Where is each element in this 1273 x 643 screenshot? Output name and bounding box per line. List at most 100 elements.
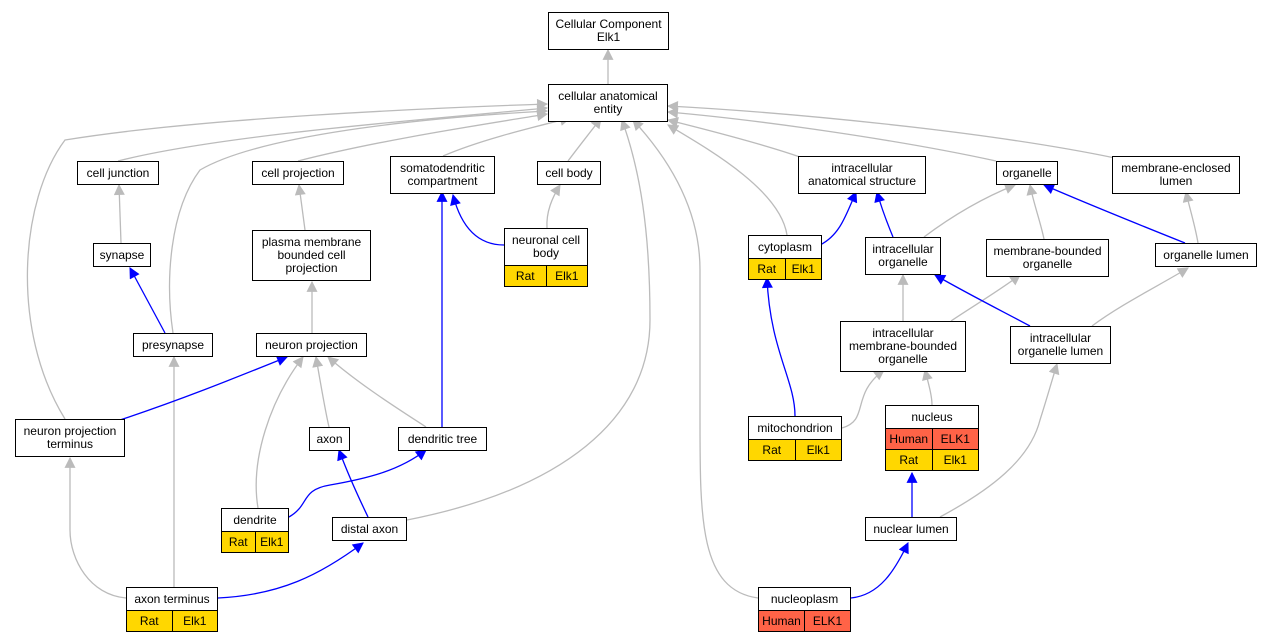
node-label-line: body	[532, 246, 559, 260]
node-synapse[interactable]: synapse	[93, 243, 151, 267]
node-label-line: nucleus	[911, 409, 953, 424]
edge-ias-cae	[666, 117, 801, 158]
edge-presynapse-cae	[168, 106, 549, 334]
gene-cell: Elk1	[254, 532, 289, 552]
edge-synapse-celljunction	[113, 183, 125, 244]
node-nuclear-lumen[interactable]: nuclear lumen	[865, 517, 957, 541]
node-label-line: membrane-bounded	[848, 339, 958, 353]
node-cell-body[interactable]: cell body	[537, 161, 601, 185]
node-label-line: dendrite	[233, 512, 277, 527]
gene-cell: ELK1	[804, 611, 850, 631]
node-label-line: mitochondrion	[757, 420, 833, 435]
edge-io-ias-blue	[874, 190, 894, 238]
gene-cell: ELK1	[931, 429, 979, 449]
edge-io-organelle	[923, 183, 1017, 238]
node-cell-junction[interactable]: cell junction	[77, 161, 159, 185]
node-label-line: organelle	[878, 255, 928, 269]
node-axon[interactable]: axon	[309, 427, 350, 451]
edge-nuclearlumen-iol	[939, 362, 1060, 518]
node-organelle-lumen[interactable]: organelle lumen	[1155, 243, 1257, 267]
node-neuron-projection[interactable]: neuron projection	[256, 333, 367, 357]
species-cell: Rat	[762, 442, 782, 457]
node-label-line: cell junction	[86, 165, 150, 180]
edge-cellbody-cae	[567, 117, 602, 162]
node-presynapse[interactable]: presynapse	[133, 333, 213, 357]
edge-celljunction-cae	[117, 103, 549, 162]
node-label: cell body	[538, 162, 600, 184]
node-organelle[interactable]: organelle	[996, 161, 1058, 185]
node-label-line: intracellular	[831, 161, 893, 175]
edge-distalaxon-cae	[406, 118, 651, 521]
node-label: axon	[310, 428, 349, 450]
node-label-line: cell projection	[261, 165, 335, 180]
node-cell-projection[interactable]: cell projection	[252, 161, 344, 185]
node-label-line: dendritic tree	[407, 431, 478, 446]
edge-nucleoplasm-nuclearlumen-blue	[850, 542, 909, 599]
edge-ol-mel	[1182, 190, 1199, 244]
species-cell: Rat	[899, 452, 919, 467]
node-label-line: cellular anatomical	[558, 89, 658, 103]
node-label-line: presynapse	[141, 337, 205, 352]
node-label: dendrite	[222, 509, 288, 531]
node-label: mitochondrion	[749, 417, 841, 439]
node-label-line: organelle lumen	[1017, 344, 1104, 358]
node-label: nuclear lumen	[866, 518, 956, 540]
edge-iol-ol	[1091, 267, 1189, 327]
node-label-line: cell body	[545, 165, 593, 180]
edge-mel-cae	[666, 101, 1116, 159]
edge-mitochondrion-cytoplasm-blue	[761, 276, 796, 417]
edge-axonterminus-npt	[64, 456, 127, 599]
node-label: dendritic tree	[399, 428, 486, 450]
node-label-line: somatodendritic	[400, 161, 485, 175]
species-cell: Rat	[515, 268, 535, 283]
node-dendritic-tree[interactable]: dendritic tree	[398, 427, 487, 451]
node-label: nucleus	[886, 406, 978, 428]
node-distal-axon[interactable]: distal axon	[332, 517, 407, 541]
node-label: cell projection	[253, 162, 343, 184]
node-label-line: membrane-enclosed	[1121, 161, 1231, 175]
node-label-line: nuclear lumen	[873, 521, 949, 536]
node-label-line: neuronal cell	[511, 233, 581, 247]
gene-cell: Elk1	[931, 450, 979, 470]
node-label: neuron projection	[257, 334, 366, 356]
node-label: distal axon	[333, 518, 406, 540]
node-label: cell junction	[78, 162, 158, 184]
edge-somato-cae	[442, 115, 572, 157]
node-label-line: Cellular Component	[555, 17, 662, 31]
edge-organelle-cae	[666, 107, 997, 162]
species-cell: Human	[889, 431, 929, 446]
node-label-line: entity	[593, 102, 623, 116]
edge-imbo-mbo	[950, 274, 1021, 322]
node-label-line: plasma membrane	[261, 235, 362, 249]
edge-npt-cae	[26, 98, 549, 420]
species-cell: Rat	[139, 613, 159, 628]
edge-mbo-organelle	[1026, 183, 1045, 240]
edge-mitochondrion-imbo	[841, 369, 885, 429]
